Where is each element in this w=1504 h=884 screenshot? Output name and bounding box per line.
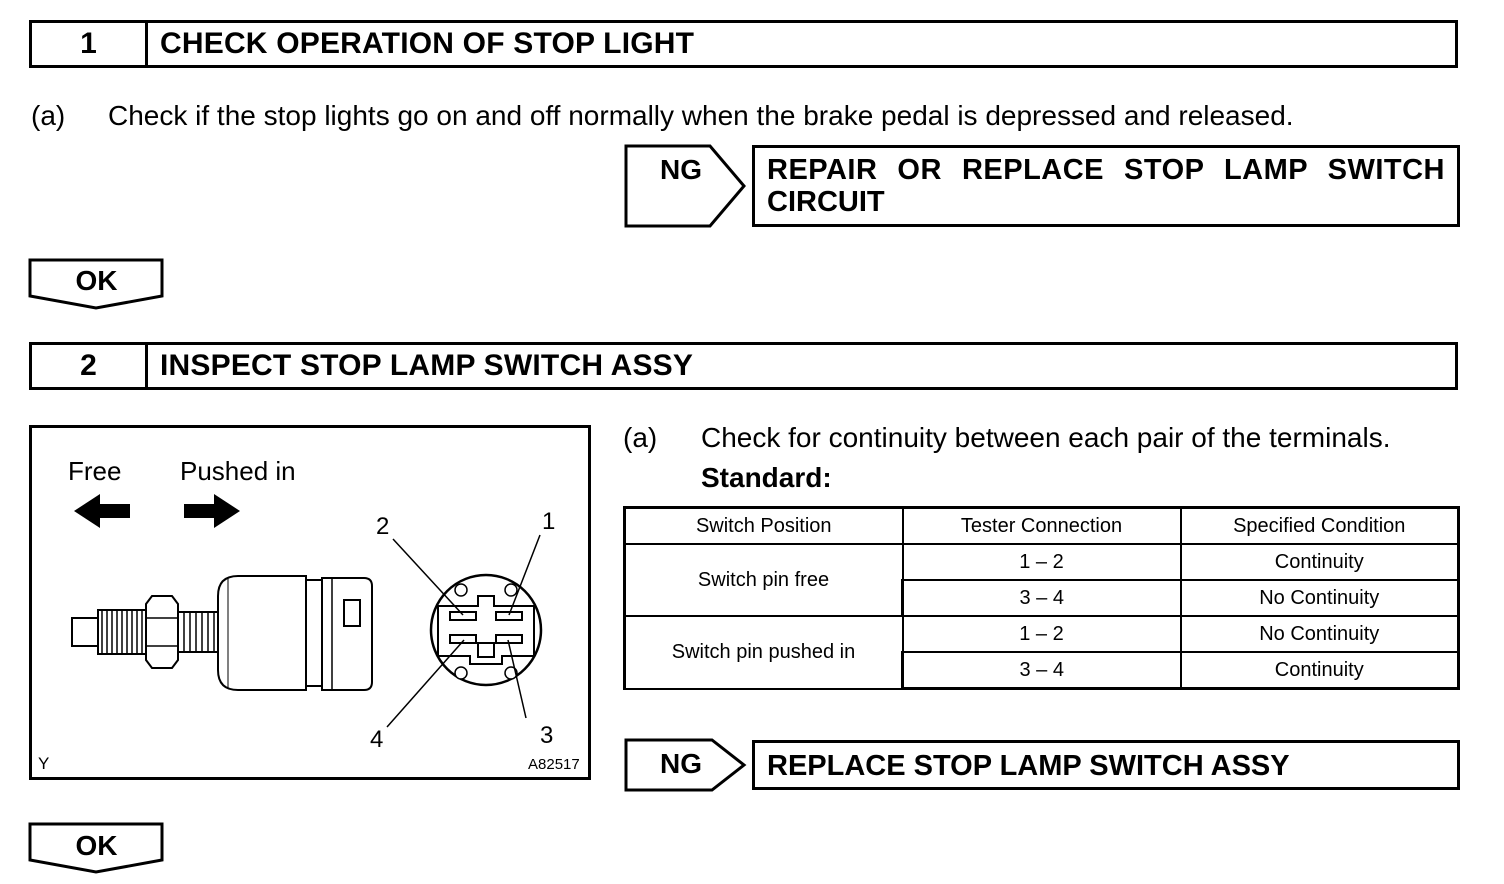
step-1-ng-label: NG (660, 154, 702, 185)
terminal-label-1: 1 (542, 508, 556, 535)
stop-lamp-switch-drawing (71, 494, 543, 728)
table-header-row: Switch Position Tester Connection Specif… (623, 506, 1460, 545)
header-switch-position: Switch Position (623, 506, 904, 545)
step-2-ng-label: NG (660, 748, 702, 779)
position-cell: Switch pin pushed in (623, 615, 904, 690)
figure-corner-code: Y (38, 754, 50, 773)
step-1-title: CHECK OPERATION OF STOP LIGHT (160, 27, 695, 60)
step-2-header: 2 INSPECT STOP LAMP SWITCH ASSY (29, 342, 1458, 390)
ok-arrow-icon (28, 258, 164, 310)
header-tester-connection: Tester Connection (901, 506, 1182, 545)
figure-label-free: Free (68, 456, 122, 486)
ng-arrow-icon (624, 738, 747, 792)
connection-cell: 1 – 2 (901, 543, 1182, 581)
step-1-ok-label: OK (75, 265, 118, 296)
terminal-label-3: 3 (540, 722, 554, 749)
step-1-instruction-text: Check if the stop lights go on and off n… (108, 100, 1294, 131)
step-2-title: INSPECT STOP LAMP SWITCH ASSY (160, 349, 694, 382)
condition-cell: No Continuity (1179, 615, 1460, 653)
figure-id: A82517 (528, 756, 580, 773)
step-1-instruction-label: (a) (31, 100, 66, 131)
standard-label: Standard: (701, 462, 832, 493)
connection-cell: 3 – 4 (901, 651, 1182, 690)
position-cell: Switch pin free (623, 543, 904, 617)
step-1-header: 1 CHECK OPERATION OF STOP LIGHT (29, 20, 1458, 68)
ok-arrow-icon (28, 822, 164, 874)
ng-arrow-icon (624, 144, 746, 228)
continuity-spec-table: Switch Position Tester Connection Specif… (623, 506, 1460, 690)
table-row: Switch pin pushed in 1 – 2 No Continuity (623, 615, 1460, 690)
step-2-ng-action: REPLACE STOP LAMP SWITCH ASSY (752, 740, 1460, 790)
stop-lamp-switch-figure: Free Pushed in 2 1 4 3 Y A82517 (29, 425, 591, 780)
step-2-number: 2 (32, 345, 148, 387)
step-2-instruction-text: Check for continuity between each pair o… (701, 422, 1391, 453)
condition-cell: Continuity (1179, 651, 1460, 690)
step-2-ok-label: OK (75, 830, 118, 861)
connection-cell: 3 – 4 (901, 579, 1182, 617)
condition-cell: Continuity (1179, 543, 1460, 581)
table-row: Switch pin free 1 – 2 Continuity (623, 543, 1460, 617)
table-row: 3 – 4 Continuity (625, 651, 1460, 690)
condition-cell: No Continuity (1179, 579, 1460, 617)
header-specified-condition: Specified Condition (1179, 506, 1460, 545)
step-1-ng-action: REPAIR OR REPLACE STOP LAMP SWITCH CIRCU… (752, 145, 1460, 227)
step-1-ng-action-line-2: CIRCUIT (767, 186, 885, 218)
step-1-number: 1 (32, 23, 148, 65)
table-row: 3 – 4 No Continuity (625, 579, 1460, 617)
step-2-instruction-label: (a) (623, 422, 658, 453)
terminal-label-2: 2 (376, 513, 390, 540)
step-1-ng-action-line-1: REPAIR OR REPLACE STOP LAMP SWITCH (767, 154, 1445, 186)
terminal-label-4: 4 (370, 726, 384, 753)
connection-cell: 1 – 2 (901, 615, 1182, 653)
figure-label-pushed-in: Pushed in (180, 456, 296, 486)
